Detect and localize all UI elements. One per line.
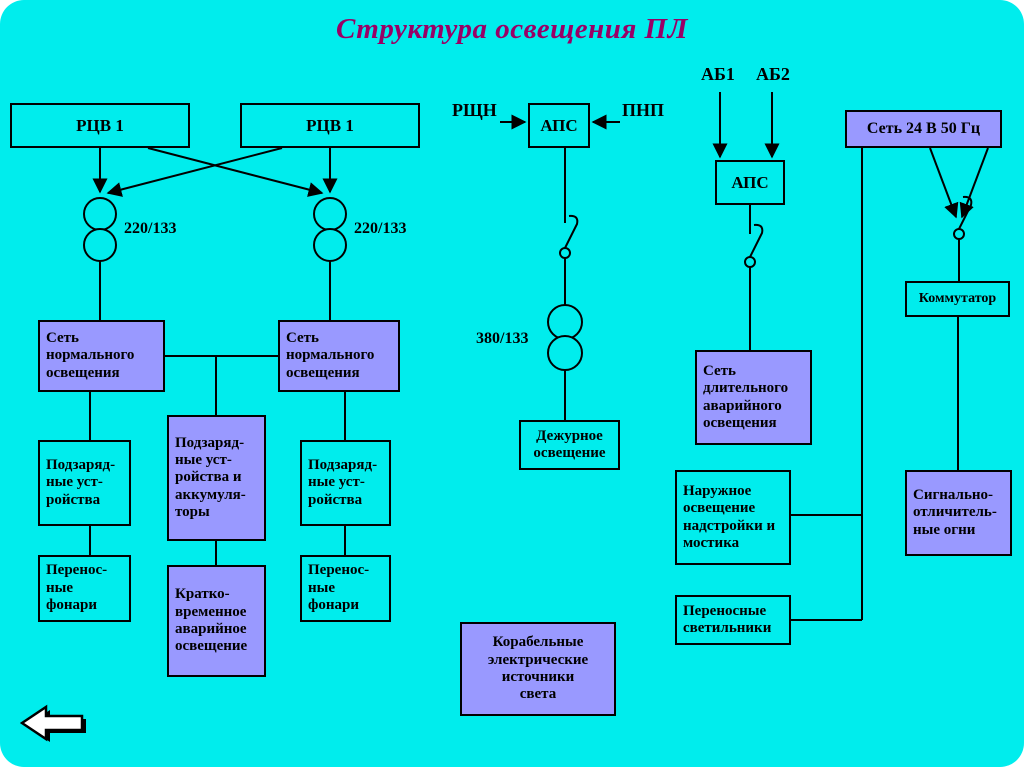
label-ab1: АБ1 [701, 64, 735, 84]
node-rcv-left: РЦВ 1 [10, 103, 190, 148]
node-ship-light-sources: Корабельные электрические источники свет… [460, 622, 616, 716]
label-ratio-right: 220/133 [354, 220, 407, 237]
node-chargers-right: Подзаряд- ные уст- ройства [300, 440, 391, 526]
back-button[interactable] [20, 704, 92, 752]
node-duty-light: Дежурное освещение [519, 420, 620, 470]
node-signal-lights: Сигнально- отличитель- ные огни [905, 470, 1012, 556]
node-portable-lanterns-right: Перенос- ные фонари [300, 555, 391, 622]
node-short-emergency-light: Кратко- временное аварийное освещение [167, 565, 266, 677]
label-ab2: АБ2 [756, 64, 790, 84]
label-ratio-left: 220/133 [124, 220, 177, 237]
node-aps-right: АПС [715, 160, 785, 205]
node-rcv-right: РЦВ 1 [240, 103, 420, 148]
label-ratio-center: 380/133 [476, 330, 529, 347]
node-chargers-left: Подзаряд- ные уст- ройства [38, 440, 131, 526]
node-chargers-accumulators: Подзаряд- ные уст- ройства и аккумуля- т… [167, 415, 266, 541]
node-net-long-emergency: Сеть длительного аварийного освещения [695, 350, 812, 445]
label-pnp: ПНП [622, 100, 665, 120]
node-net24: Сеть 24 В 50 Гц [845, 110, 1002, 148]
node-outdoor-light: Наружное освещение надстройки и мостика [675, 470, 791, 565]
node-net-normal-left: Сеть нормального освещения [38, 320, 165, 392]
page-title: Структура освещения ПЛ [336, 13, 688, 45]
node-portable-lamps: Переносные светильники [675, 595, 791, 645]
node-kommutator: Коммутатор [905, 281, 1010, 317]
label-rshn: РЩН [452, 100, 497, 120]
node-net-normal-right: Сеть нормального освещения [278, 320, 400, 392]
node-portable-lanterns-left: Перенос- ные фонари [38, 555, 131, 622]
node-aps-center: АПС [528, 103, 590, 148]
back-arrow-icon [20, 704, 86, 742]
